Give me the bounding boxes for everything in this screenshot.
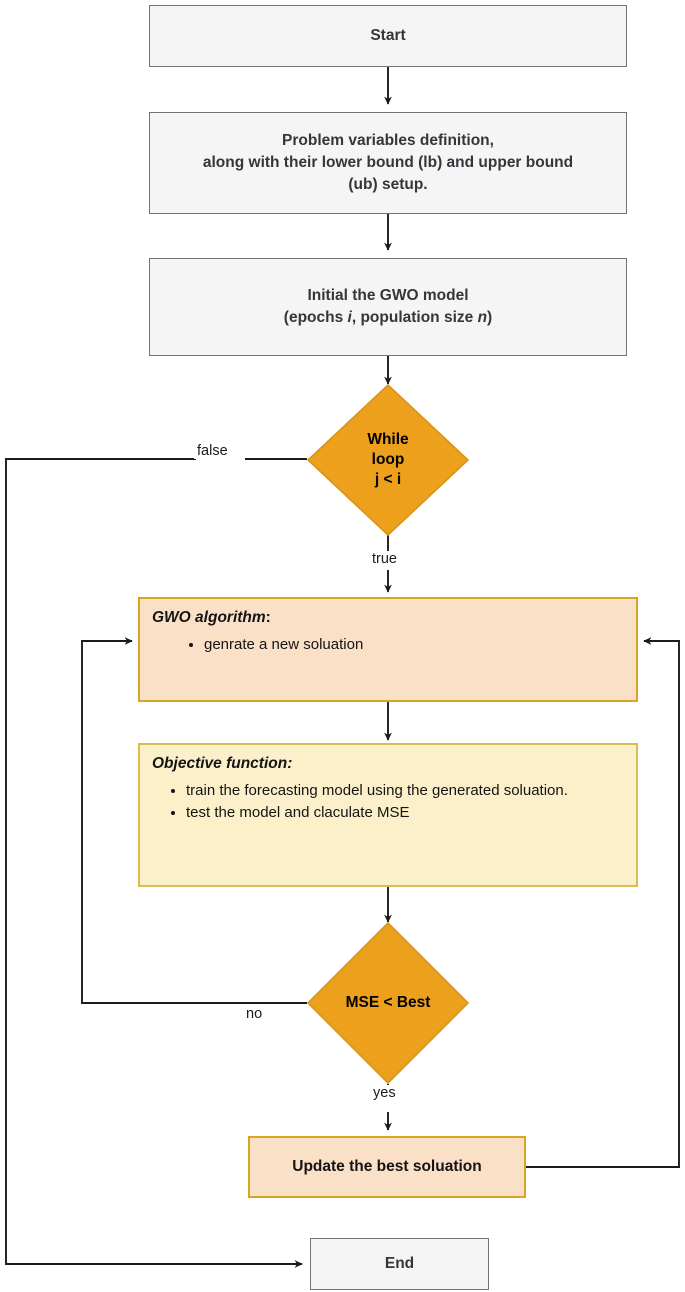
init-epochs-pre: (epochs [283, 309, 348, 326]
gwo-algorithm-title-text: GWO algorithm [152, 609, 266, 626]
edge-while-false-to-end [5, 458, 303, 1268]
edge-label-false: false [194, 443, 231, 459]
node-start-label: Start [370, 27, 406, 44]
gwo-algorithm-title-colon: : [265, 609, 271, 626]
node-gwo-algorithm[interactable]: GWO algorithm: genrate a new soluation [138, 597, 638, 702]
init-line-2: (epochs i, population size n) [284, 309, 492, 326]
problem-line-1: Problem variables definition, [282, 132, 494, 149]
init-epochs-symbol: i [347, 309, 352, 326]
node-end-label: End [384, 1255, 415, 1272]
gwo-algorithm-body: GWO algorithm: genrate a new soluation [140, 599, 636, 665]
node-problem-text: Problem variables definition, along with… [203, 130, 573, 196]
node-objective-function[interactable]: Objective function: train the forecastin… [138, 743, 638, 887]
list-item: genrate a new soluation [204, 635, 624, 656]
node-start[interactable]: Start [149, 5, 627, 67]
gwo-algorithm-bullet-list: genrate a new soluation [152, 635, 624, 656]
init-line-1: Initial the GWO model [307, 287, 469, 304]
mse-check-diamond-shape [307, 922, 469, 1084]
list-item: test the model and claculate MSE [186, 803, 624, 824]
node-problem-variables[interactable]: Problem variables definition, along with… [149, 112, 627, 214]
node-mse-check[interactable]: MSE < Best [307, 922, 469, 1084]
node-init-text: Initial the GWO model (epochs i, populat… [284, 285, 492, 329]
edge-mse-no-to-gwo [81, 637, 307, 1004]
init-pop-pre: , population size [351, 309, 478, 326]
node-init-gwo-model[interactable]: Initial the GWO model (epochs i, populat… [149, 258, 627, 356]
node-end[interactable]: End [310, 1238, 489, 1290]
gwo-algorithm-title: GWO algorithm: [152, 609, 624, 627]
edge-label-true: true [369, 551, 400, 567]
objective-function-body: Objective function: train the forecastin… [140, 745, 636, 832]
objective-function-title: Objective function: [152, 755, 293, 772]
node-update-best-soluation[interactable]: Update the best soluation [248, 1136, 526, 1198]
node-while-loop[interactable]: While loop j < i [307, 384, 469, 536]
init-pop-symbol: n [477, 309, 488, 326]
init-line2-close: ) [487, 309, 493, 326]
list-item: train the forecasting model using the ge… [186, 781, 624, 802]
edge-label-no: no [243, 1006, 266, 1022]
while-loop-diamond-shape [307, 384, 469, 536]
edge-label-yes: yes [370, 1085, 399, 1101]
objective-function-bullet-list: train the forecasting model using the ge… [152, 781, 624, 823]
problem-line-2: along with their lower bound (lb) and up… [202, 154, 574, 171]
update-best-label: Update the best soluation [292, 1158, 482, 1175]
problem-line-3: (ub) setup. [348, 176, 428, 193]
edge-update-to-gwo [526, 637, 680, 1168]
